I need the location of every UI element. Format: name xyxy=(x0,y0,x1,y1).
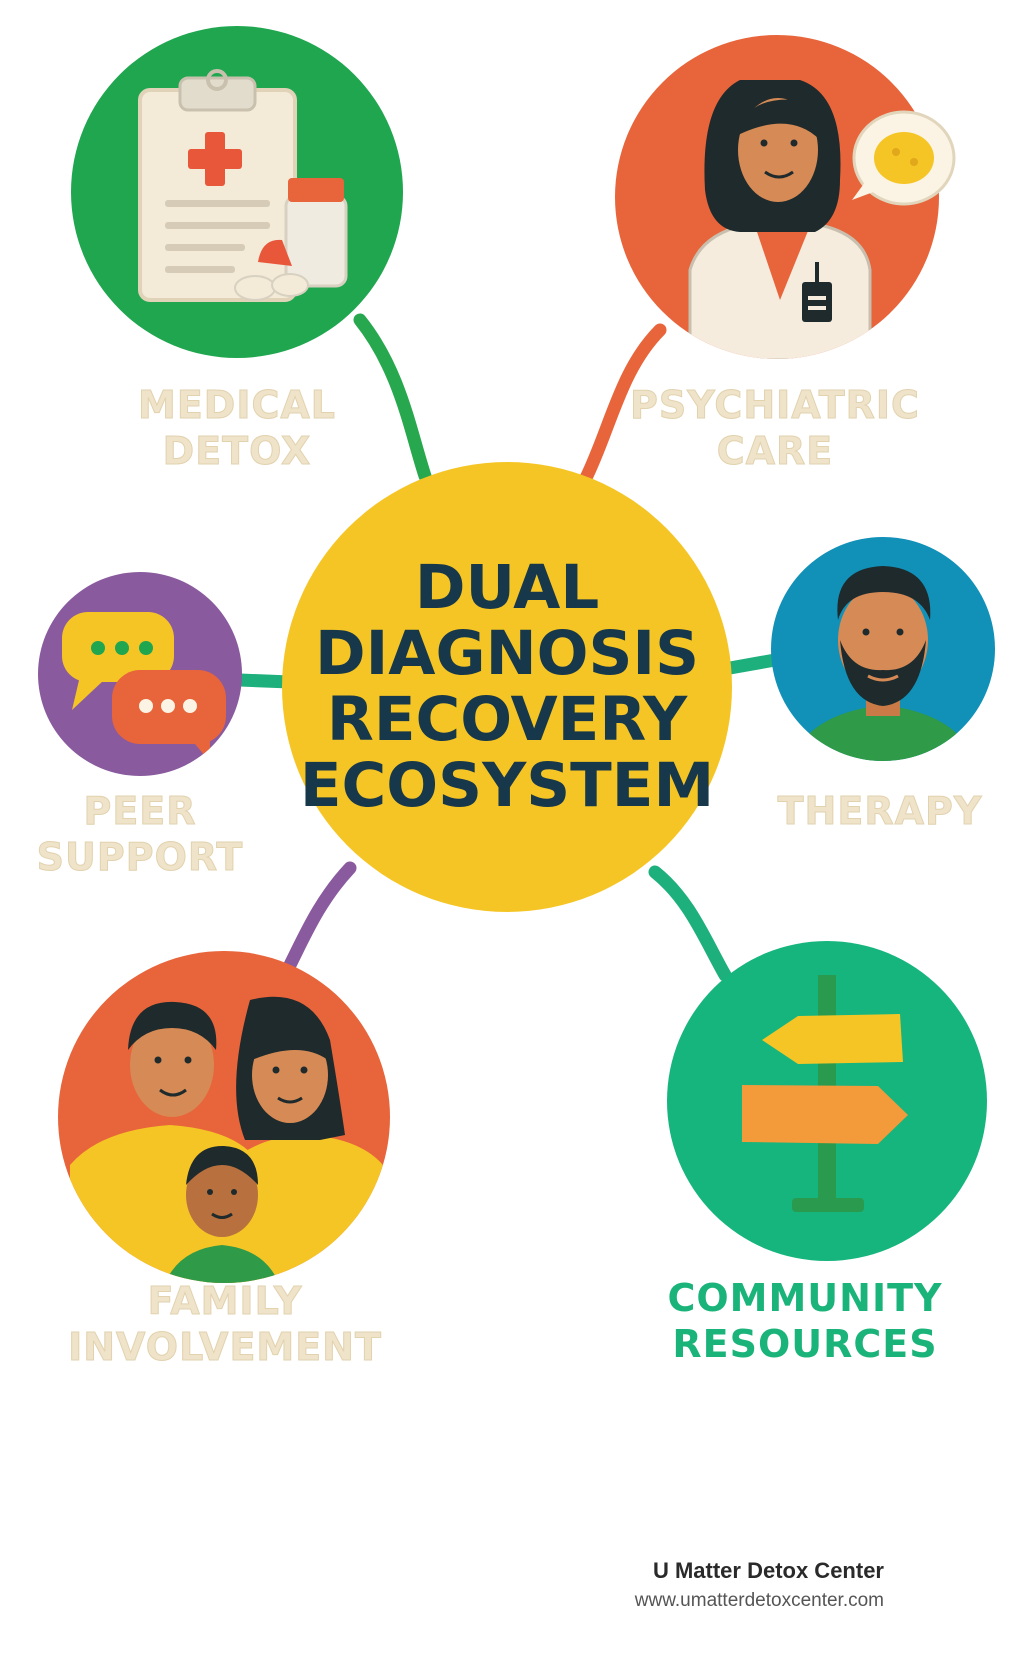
doctor-icon xyxy=(688,80,872,359)
connector-family-involvement xyxy=(283,861,357,972)
therapy-label: THERAPY xyxy=(777,788,983,833)
bearded-man-icon xyxy=(790,566,976,761)
signpost-icon xyxy=(742,975,908,1212)
connector-psychiatric-care xyxy=(578,323,667,487)
medical-detox-circle xyxy=(71,26,403,358)
center-circle xyxy=(282,462,732,912)
title-line: RECOVERY xyxy=(326,684,688,755)
therapy-circle xyxy=(771,537,995,761)
community-resources-label: COMMUNITY RESOURCES xyxy=(667,1276,943,1367)
connector-community-resources xyxy=(648,865,732,982)
community-resources-circle xyxy=(667,941,987,1261)
footer-org-name: U Matter Detox Center xyxy=(652,1558,884,1583)
title-line: ECOSYSTEM xyxy=(299,749,715,821)
clipboard-medication-icon xyxy=(138,69,348,302)
connector-peer-support xyxy=(233,673,297,689)
peer-support-circle xyxy=(38,572,242,776)
psychiatric-care-label: PSYCHIATRIC CARE xyxy=(630,382,920,474)
center-title: DUAL DIAGNOSIS RECOVERY ECOSYSTEM xyxy=(282,462,732,912)
connector-medical-detox xyxy=(353,313,432,483)
chat-bubbles-icon xyxy=(62,612,226,762)
medical-detox-label: MEDICAL DETOX xyxy=(138,382,336,474)
family-involvement-label: FAMILY INVOLVEMENT xyxy=(68,1278,382,1370)
title-line: DIAGNOSIS xyxy=(314,618,700,690)
title-line: DUAL xyxy=(414,552,600,624)
psychiatric-care-circle xyxy=(615,35,956,359)
peer-support-label: PEER SUPPORT xyxy=(36,788,244,880)
connector-therapy xyxy=(723,653,782,675)
speech-bubble-icon xyxy=(852,110,956,206)
footer-url: www.umatterdetoxcenter.com xyxy=(634,1590,884,1611)
family-involvement-circle xyxy=(58,951,390,1283)
